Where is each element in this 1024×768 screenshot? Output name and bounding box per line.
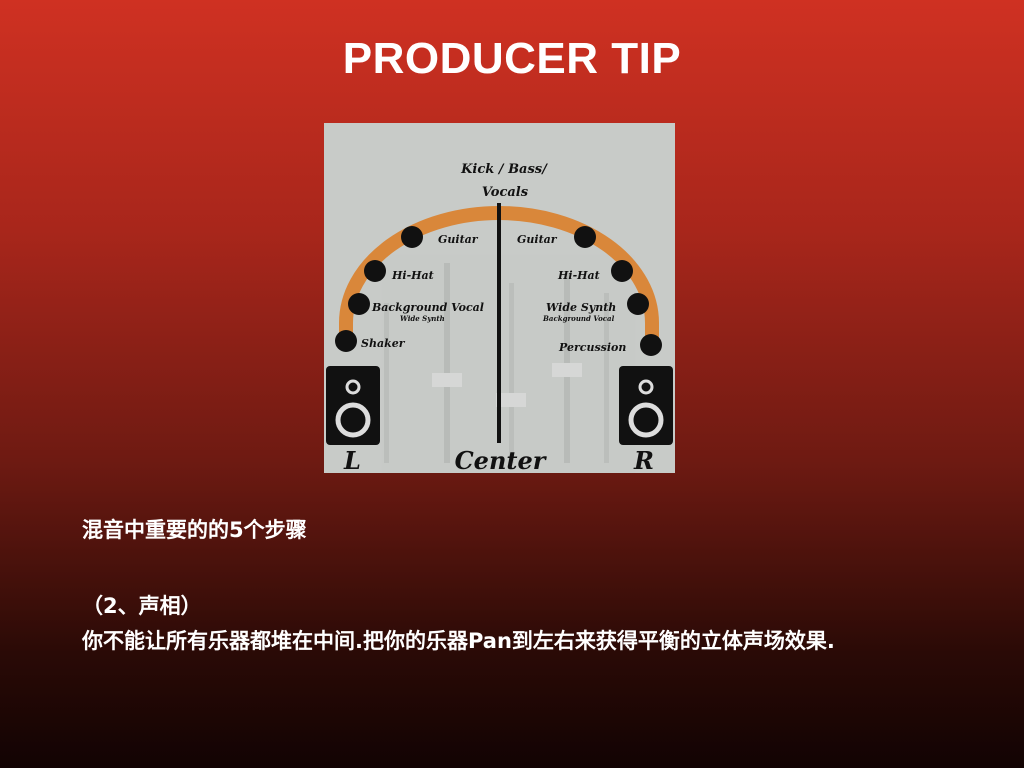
dot-right-guitar [574,226,596,248]
label-left-guitar: Guitar [438,233,479,246]
label-right-hihat: Hi-Hat [557,269,600,282]
dot-right-wide-synth [627,293,649,315]
dot-left-shaker [335,330,357,352]
dot-left-guitar [401,226,423,248]
label-right-bg-vocal-sub: Background Vocal [542,314,615,323]
speaker-left-icon [326,366,380,445]
dot-right-percussion [640,334,662,356]
steps-heading: 混音中重要的的5个步骤 [82,518,307,542]
label-left-wide-synth-sub: Wide Synth [400,314,445,323]
label-right-guitar: Guitar [517,233,558,246]
dot-left-bg-vocal [348,293,370,315]
label-right-wide-synth: Wide Synth [546,301,616,314]
label-center: Center [455,446,548,473]
dot-left-hihat [364,260,386,282]
step-label: （2、声相） [82,594,202,618]
panning-diagram-svg: Kick / Bass/ Vocals Guitar Hi-Hat Backgr… [324,123,675,473]
label-kick-bass: Kick / Bass/ [460,162,548,177]
dot-right-hihat [611,260,633,282]
step-body: 你不能让所有乐器都堆在中间.把你的乐器Pan到左右来获得平衡的立体声场效果. [82,629,835,653]
label-left-shaker: Shaker [361,337,406,350]
page-title: PRODUCER TIP [342,34,682,83]
label-right-percussion: Percussion [558,341,626,354]
label-r: R [633,446,654,473]
stereo-panning-diagram: Kick / Bass/ Vocals Guitar Hi-Hat Backgr… [324,123,675,473]
label-vocals: Vocals [482,185,529,200]
label-left-bg-vocal: Background Vocal [371,301,484,314]
label-l: L [343,446,361,473]
label-left-hihat: Hi-Hat [391,269,434,282]
speaker-right-icon [619,366,673,445]
